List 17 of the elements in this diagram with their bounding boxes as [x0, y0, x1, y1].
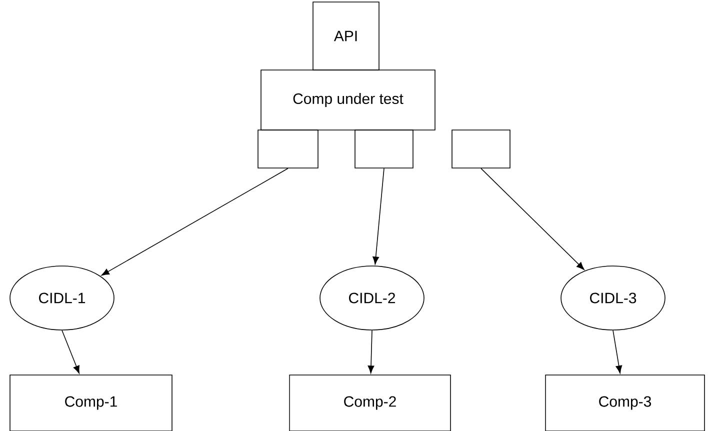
- arrow: [372, 168, 384, 264]
- port-box: [452, 130, 510, 168]
- box-node: API: [312, 2, 380, 70]
- box-node: Comp-2: [289, 374, 451, 431]
- oval-node: CIDL-1: [10, 266, 114, 330]
- arrow: [480, 168, 584, 270]
- port-box: [258, 130, 318, 168]
- oval-node: CIDL-2: [320, 266, 424, 330]
- box-node: Comp under test: [260, 70, 436, 130]
- port-box: [354, 130, 414, 168]
- box-node: Comp-3: [545, 374, 705, 431]
- box-node: Comp-1: [10, 374, 172, 431]
- arrow: [101, 168, 288, 276]
- arrow: [612, 330, 622, 374]
- oval-node: CIDL-3: [560, 266, 666, 330]
- arrow: [62, 330, 80, 374]
- arrow: [368, 330, 374, 374]
